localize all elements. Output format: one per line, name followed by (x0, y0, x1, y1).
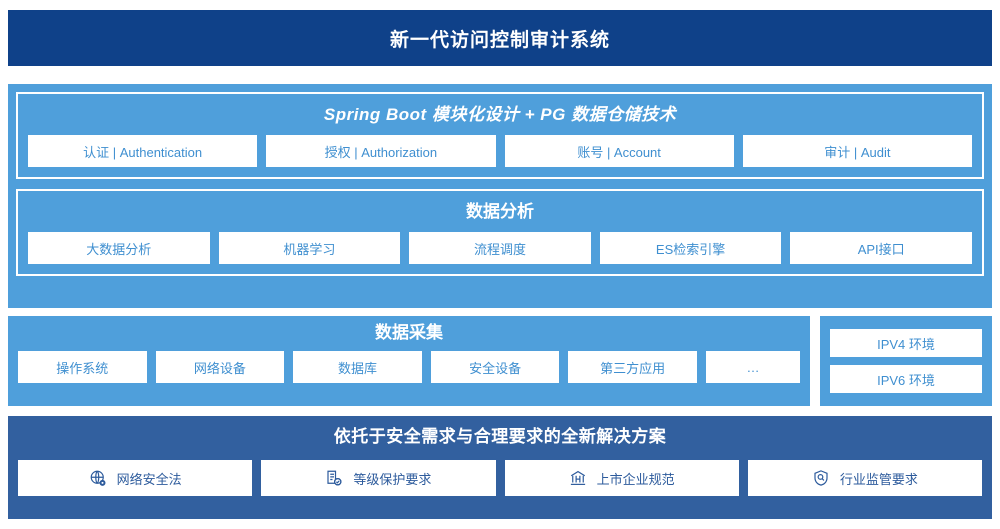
chip-listed-enterprise-standard-label: 上市企业规范 (596, 471, 675, 487)
chip-api-interface[interactable]: API接口 (790, 232, 972, 264)
bank-icon (569, 469, 587, 487)
chip-network-device[interactable]: 网络设备 (155, 351, 285, 383)
data-collection-panel: 数据采集 操作系统 网络设备 数据库 安全设备 第三方应用 … (8, 316, 810, 406)
solution-chip-row: 网络安全法 等级保护要求 (18, 460, 982, 496)
chip-listed-enterprise-standard[interactable]: 上市企业规范 (504, 460, 739, 496)
page-title: 新一代访问控制审计系统 (389, 29, 610, 51)
chip-account[interactable]: 账号 | Account (504, 135, 734, 167)
chip-third-party-application[interactable]: 第三方应用 (568, 351, 697, 383)
chip-es-search-engine[interactable]: ES检索引擎 (599, 232, 782, 264)
chip-ipv6-environment[interactable]: IPV6 环境 (830, 365, 982, 393)
data-analysis-group: 数据分析 大数据分析 机器学习 流程调度 ES检索引擎 API接口 (16, 189, 984, 276)
spring-boot-chip-row: 认证 | Authentication 授权 | Authorization 账… (28, 135, 972, 167)
data-analysis-chip-row: 大数据分析 机器学习 流程调度 ES检索引擎 API接口 (28, 232, 972, 264)
chip-classified-protection-label: 等级保护要求 (353, 471, 432, 487)
chip-database[interactable]: 数据库 (293, 351, 422, 383)
chip-cybersecurity-law-label: 网络安全法 (116, 471, 182, 487)
chip-more[interactable]: … (705, 351, 800, 383)
chip-big-data-analysis[interactable]: 大数据分析 (28, 232, 210, 264)
solution-title: 依托于安全需求与合理要求的全新解决方案 (333, 427, 667, 446)
chip-industry-regulation-label: 行业监管要求 (839, 471, 918, 487)
environment-panel: IPV4 环境 IPV6 环境 (820, 316, 992, 406)
application-layer-panel: Spring Boot 模块化设计 + PG 数据仓储技术 认证 | Authe… (8, 84, 992, 308)
spring-boot-group-title: Spring Boot 模块化设计 + PG 数据仓储技术 (323, 105, 677, 124)
chip-machine-learning[interactable]: 机器学习 (218, 232, 401, 264)
header-banner: 新一代访问控制审计系统 (8, 10, 992, 66)
data-collection-chip-row: 操作系统 网络设备 数据库 安全设备 第三方应用 … (18, 351, 800, 383)
chip-security-device[interactable]: 安全设备 (430, 351, 560, 383)
solution-panel: 依托于安全需求与合理要求的全新解决方案 网络安全法 (8, 416, 992, 519)
chip-process-scheduling[interactable]: 流程调度 (409, 232, 591, 264)
globe-icon (89, 469, 107, 487)
chip-ipv4-environment[interactable]: IPV4 环境 (830, 329, 982, 357)
chip-industry-regulation[interactable]: 行业监管要求 (747, 460, 982, 496)
shield-search-icon (812, 469, 830, 487)
spring-boot-group: Spring Boot 模块化设计 + PG 数据仓储技术 认证 | Authe… (16, 92, 984, 179)
chip-authorization[interactable]: 授权 | Authorization (266, 135, 496, 167)
document-check-icon (325, 469, 343, 487)
chip-classified-protection[interactable]: 等级保护要求 (261, 460, 496, 496)
data-collection-title: 数据采集 (375, 323, 443, 342)
chip-authentication[interactable]: 认证 | Authentication (28, 135, 258, 167)
chip-cybersecurity-law[interactable]: 网络安全法 (18, 460, 253, 496)
chip-audit[interactable]: 审计 | Audit (742, 135, 972, 167)
data-analysis-group-title: 数据分析 (466, 202, 534, 221)
chip-operating-system[interactable]: 操作系统 (18, 351, 147, 383)
